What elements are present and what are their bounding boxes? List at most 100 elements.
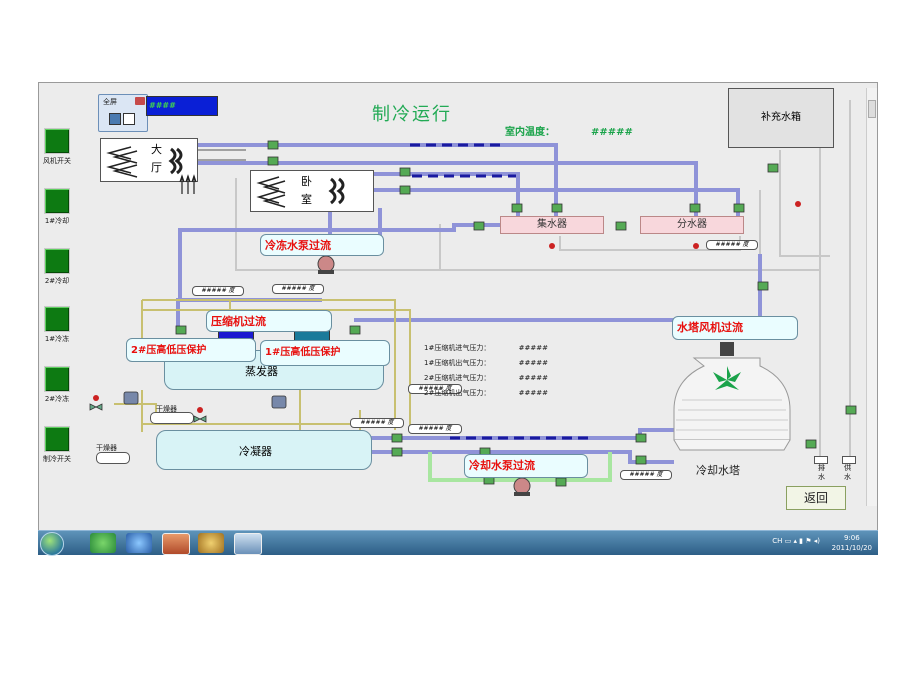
airflow-icon — [106, 146, 183, 178]
temp-gauge: ##### 度 — [620, 470, 672, 480]
sidebar-item-cooling-1[interactable]: 1#冷却 — [44, 188, 70, 226]
internet-explorer-icon[interactable] — [126, 533, 152, 553]
makeup-tank: 补充水箱 — [728, 88, 834, 148]
dryer-2-label: 干燥器 — [96, 444, 117, 452]
valve[interactable] — [267, 140, 279, 150]
hall-label-2: 厅 — [151, 161, 162, 174]
blue-display: #### — [146, 96, 218, 116]
supply-label: 供水 — [844, 464, 851, 481]
valve[interactable] — [805, 439, 817, 449]
sidebar-item-label: 风机开关 — [43, 157, 71, 165]
condenser-label: 冷凝器 — [239, 445, 272, 458]
cooling-tower-label: 冷却水塔 — [696, 464, 740, 477]
valve[interactable] — [757, 281, 769, 291]
page-title: 制冷运行 — [372, 104, 452, 125]
alarm-tower-fan-overcurrent: 水塔风机过流 — [672, 316, 798, 340]
pressure-row: 2#压缩机出气压力： ##### — [424, 386, 548, 401]
temp-gauge: ##### 度 — [272, 284, 324, 294]
valve[interactable] — [767, 163, 779, 173]
alarm-2-high-low-pressure: 2#压高低压保护 — [126, 338, 256, 362]
system-tray[interactable]: CH ▭ ▴ ▮ ⚑ ◂) — [772, 537, 820, 545]
valve[interactable] — [615, 221, 627, 231]
bedroom-label-2: 室 — [301, 193, 312, 206]
pressure-value: ##### — [518, 374, 548, 382]
sidebar-item-chilled-2[interactable]: 2#冷冻 — [44, 366, 70, 404]
status-indicator[interactable] — [44, 426, 70, 452]
valve[interactable] — [551, 203, 563, 213]
water-distributor: 分水器 — [640, 216, 744, 234]
grid-icon[interactable] — [123, 113, 135, 125]
pressure-row: 2#压缩机进气压力： ##### — [424, 371, 548, 386]
valve[interactable] — [473, 221, 485, 231]
valve[interactable] — [845, 405, 857, 415]
valve[interactable] — [511, 203, 523, 213]
bedroom-fan-coil: 卧 室 — [250, 170, 374, 212]
browser-icon[interactable] — [90, 533, 116, 553]
condenser: 冷凝器 — [156, 430, 372, 470]
valve[interactable] — [391, 447, 403, 457]
valve[interactable] — [733, 203, 745, 213]
up-arrows-icon — [179, 174, 197, 194]
pressure-label: 2#压缩机进气压力： — [424, 374, 491, 382]
drain-outlet — [814, 456, 828, 464]
alarm-cooling-pump-overcurrent: 冷却水泵过流 — [464, 454, 588, 478]
alarm-chilled-pump-overcurrent: 冷冻水泵过流 — [260, 234, 384, 256]
sidebar-item-label: 2#冷却 — [44, 277, 70, 285]
back-button[interactable]: 返回 — [786, 486, 846, 510]
chilled-water-pump — [317, 255, 335, 274]
pressure-value: ##### — [518, 359, 548, 367]
hall-fan-coil: 大 厅 — [100, 138, 198, 182]
sidebar-item-fan-switch[interactable]: 风机开关 — [43, 128, 71, 166]
window-icon[interactable] — [234, 533, 262, 555]
pressure-value: ##### — [518, 389, 548, 397]
valve[interactable] — [555, 477, 567, 487]
sidebar-item-chilled-1[interactable]: 1#冷冻 — [44, 306, 70, 344]
status-indicator[interactable] — [44, 128, 70, 154]
sidebar-item-cooling-2[interactable]: 2#冷却 — [44, 248, 70, 286]
sidebar-item-label: 1#冷却 — [44, 217, 70, 225]
vertical-scrollbar[interactable] — [866, 88, 877, 506]
airflow-icon — [256, 176, 345, 208]
pressure-row: 1#压缩机出气压力： ##### — [424, 356, 548, 371]
pressure-label: 1#压缩机出气压力： — [424, 359, 491, 367]
valve[interactable] — [635, 433, 647, 443]
cooling-tower — [673, 342, 791, 451]
supply-outlet — [842, 456, 856, 464]
app-icon[interactable] — [162, 533, 190, 555]
valve[interactable] — [267, 156, 279, 166]
status-indicator[interactable] — [44, 306, 70, 332]
status-indicator[interactable] — [44, 188, 70, 214]
status-indicator[interactable] — [44, 366, 70, 392]
water-collector: 集水器 — [500, 216, 604, 234]
tower-motor — [720, 342, 734, 356]
valve[interactable] — [399, 185, 411, 195]
valve[interactable] — [689, 203, 701, 213]
valve[interactable] — [399, 167, 411, 177]
valve[interactable] — [635, 455, 647, 465]
valve[interactable] — [349, 325, 361, 335]
solenoid-valves — [93, 201, 801, 413]
sidebar-item-label: 2#冷冻 — [44, 395, 70, 403]
status-indicator[interactable] — [44, 248, 70, 274]
compressor-pressure-panel: 1#压缩机进气压力：##### 1#压缩机出气压力：##### 2#压缩机进气压… — [424, 341, 548, 401]
sidebar-item-label: 制冷开关 — [43, 455, 71, 463]
monitor-icon[interactable] — [109, 113, 121, 125]
tower-fan-icon — [713, 366, 741, 390]
valve[interactable] — [391, 433, 403, 443]
scrollbar-thumb[interactable] — [868, 100, 876, 118]
close-icon[interactable] — [135, 97, 145, 105]
pressure-label: 2#压缩机出气压力： — [424, 389, 491, 397]
dryer-1 — [150, 412, 194, 424]
temp-gauge: ##### 度 — [350, 418, 404, 428]
sidebar-item-cooling-switch[interactable]: 制冷开关 — [43, 426, 71, 464]
evaporator-label: 蒸发器 — [245, 365, 278, 378]
alarm-1-high-low-pressure: 1#压高低压保护 — [260, 340, 390, 366]
valve[interactable] — [175, 325, 187, 335]
fullscreen-label: 全屏 — [103, 98, 117, 106]
start-button[interactable] — [40, 532, 64, 556]
media-icon[interactable] — [198, 533, 224, 553]
clock-time: 9:06 — [843, 534, 860, 542]
dryer-1-label: 干燥器 — [156, 405, 177, 413]
